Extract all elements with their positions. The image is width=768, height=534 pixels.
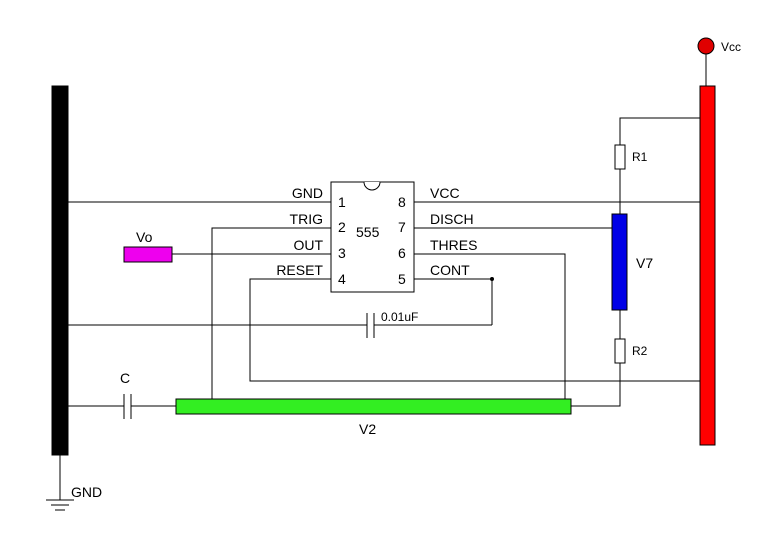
pin-number-1: 1 xyxy=(338,194,346,210)
wire-reset xyxy=(249,278,700,382)
wire-trig xyxy=(211,227,331,399)
pin-label-thres: THRES xyxy=(430,237,477,253)
wires xyxy=(59,54,707,500)
pin-number-4: 4 xyxy=(338,271,346,287)
pin-label-vcc: VCC xyxy=(430,185,460,201)
vcc-rail xyxy=(699,85,716,446)
vo-node xyxy=(123,246,173,263)
label-vcc-supply: Vcc xyxy=(721,40,741,54)
junction-dot xyxy=(490,277,494,281)
ic-body xyxy=(330,181,415,293)
label-capacitor-cont: 0.01uF xyxy=(381,310,418,324)
label-capacitor-c: C xyxy=(120,370,130,386)
pin-number-2: 2 xyxy=(338,219,346,235)
v2-node xyxy=(175,398,572,415)
label-v2: V2 xyxy=(359,421,376,437)
pin-label-cont: CONT xyxy=(430,262,470,278)
resistor-r2 xyxy=(614,338,626,364)
wire-r2-bottom xyxy=(571,363,621,407)
label-r2: R2 xyxy=(632,344,648,358)
pin-label-disch: DISCH xyxy=(430,211,474,227)
label-v7: V7 xyxy=(636,255,653,271)
pin-label-out: OUT xyxy=(293,237,323,253)
pin-label-reset: RESET xyxy=(276,262,323,278)
capacitor-c xyxy=(123,394,132,419)
pin-label-gnd: GND xyxy=(292,185,323,201)
ground-symbol-icon xyxy=(46,499,74,511)
resistor-r1 xyxy=(614,144,626,170)
pin-number-6: 6 xyxy=(398,245,406,261)
gnd-rail xyxy=(51,85,69,456)
pin-label-trig: TRIG xyxy=(290,211,323,227)
ic-name: 555 xyxy=(356,224,380,240)
capacitor-cont xyxy=(366,313,375,338)
v7-node xyxy=(611,213,628,311)
pin-number-7: 7 xyxy=(398,219,406,235)
label-ground: GND xyxy=(71,484,102,500)
vcc-terminal xyxy=(697,37,715,55)
label-vo: Vo xyxy=(136,229,153,245)
wire-thres xyxy=(414,253,566,399)
label-r1: R1 xyxy=(632,150,648,164)
pin-number-5: 5 xyxy=(398,271,406,287)
ic-notch xyxy=(363,181,381,191)
wire-r1-top xyxy=(619,117,700,145)
ic-555: 555 1 2 3 4 5 6 7 8 GND TRIG OUT RESET V… xyxy=(276,181,477,293)
pin-number-3: 3 xyxy=(338,245,346,261)
pin-number-8: 8 xyxy=(398,194,406,210)
